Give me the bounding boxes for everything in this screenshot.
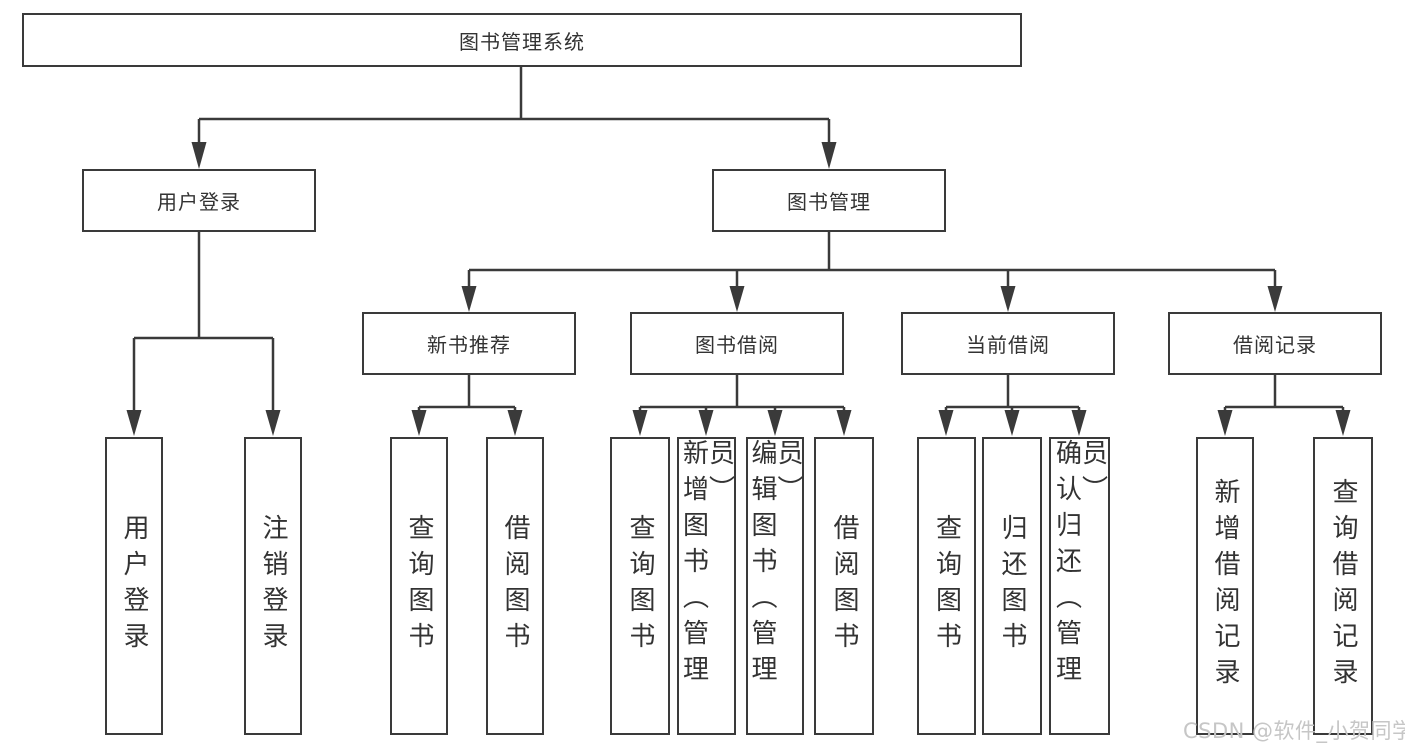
leaf-records-query-label: 查询借阅记录 xyxy=(1328,478,1358,694)
leaf-borrow-borrow-books-label: 借阅图书 xyxy=(829,514,859,658)
leaf-current-confirm-return-admin-label: 确认归还（管理员） xyxy=(1051,439,1108,691)
leaf-logout: 注销登录 xyxy=(244,437,302,735)
leaf-recommend-query-books-label: 查询图书 xyxy=(404,514,434,658)
leaf-recommend-borrow-books-label: 借阅图书 xyxy=(500,514,530,658)
leaf-current-confirm-return-admin: 确认归还（管理员） xyxy=(1049,437,1110,735)
leaf-records-add: 新增借阅记录 xyxy=(1196,437,1254,735)
node-new-book-recommend: 新书推荐 xyxy=(362,312,576,375)
leaf-borrow-query-books-label: 查询图书 xyxy=(625,514,655,658)
leaf-records-query: 查询借阅记录 xyxy=(1313,437,1373,735)
csdn-watermark: CSDN @软件_小贺同学 xyxy=(1183,719,1405,743)
leaf-borrow-edit-books-admin-label: 编辑图书（管理员） xyxy=(747,439,803,691)
leaf-current-return-books-label: 归还图书 xyxy=(997,514,1027,658)
connector-current-borrow-to-leaves xyxy=(938,374,1087,436)
leaf-borrow-add-books-admin-label: 新增图书（管理员） xyxy=(678,439,735,691)
leaf-current-query-books-label: 查询图书 xyxy=(931,514,962,658)
connector-root-to-level1 xyxy=(191,67,837,169)
leaf-current-return-books: 归还图书 xyxy=(982,437,1042,735)
node-root: 图书管理系统 xyxy=(22,13,1022,67)
node-root-label: 图书管理系统 xyxy=(459,29,585,54)
node-borrow-records-label: 借阅记录 xyxy=(1233,333,1317,357)
node-user-login: 用户登录 xyxy=(82,169,316,232)
leaf-logout-label: 注销登录 xyxy=(258,514,288,658)
node-book-borrow-label: 图书借阅 xyxy=(695,333,779,357)
connector-user-login-to-leaves xyxy=(126,231,281,436)
leaf-recommend-borrow-books: 借阅图书 xyxy=(486,437,544,735)
leaf-borrow-borrow-books: 借阅图书 xyxy=(814,437,874,735)
leaf-borrow-edit-books-admin: 编辑图书（管理员） xyxy=(746,437,804,735)
node-user-login-label: 用户登录 xyxy=(157,190,241,214)
leaf-current-query-books: 查询图书 xyxy=(917,437,976,735)
node-book-management: 图书管理 xyxy=(712,169,946,232)
node-current-borrow-label: 当前借阅 xyxy=(966,333,1050,357)
leaf-recommend-query-books: 查询图书 xyxy=(390,437,448,735)
connector-new-book-recommend-to-leaves xyxy=(411,374,523,436)
node-book-borrow: 图书借阅 xyxy=(630,312,844,375)
leaf-borrow-add-books-admin: 新增图书（管理员） xyxy=(677,437,736,735)
node-borrow-records: 借阅记录 xyxy=(1168,312,1382,375)
leaf-records-add-label: 新增借阅记录 xyxy=(1210,478,1240,694)
node-book-management-label: 图书管理 xyxy=(787,190,871,214)
node-current-borrow: 当前借阅 xyxy=(901,312,1115,375)
connector-book-management-to-level2 xyxy=(461,231,1283,312)
leaf-borrow-query-books: 查询图书 xyxy=(610,437,670,735)
connector-book-borrow-to-leaves xyxy=(632,374,852,436)
node-new-book-recommend-label: 新书推荐 xyxy=(427,333,511,357)
leaf-user-login-label: 用户登录 xyxy=(119,514,149,658)
connector-borrow-records-to-leaves xyxy=(1217,374,1351,436)
leaf-user-login: 用户登录 xyxy=(105,437,163,735)
